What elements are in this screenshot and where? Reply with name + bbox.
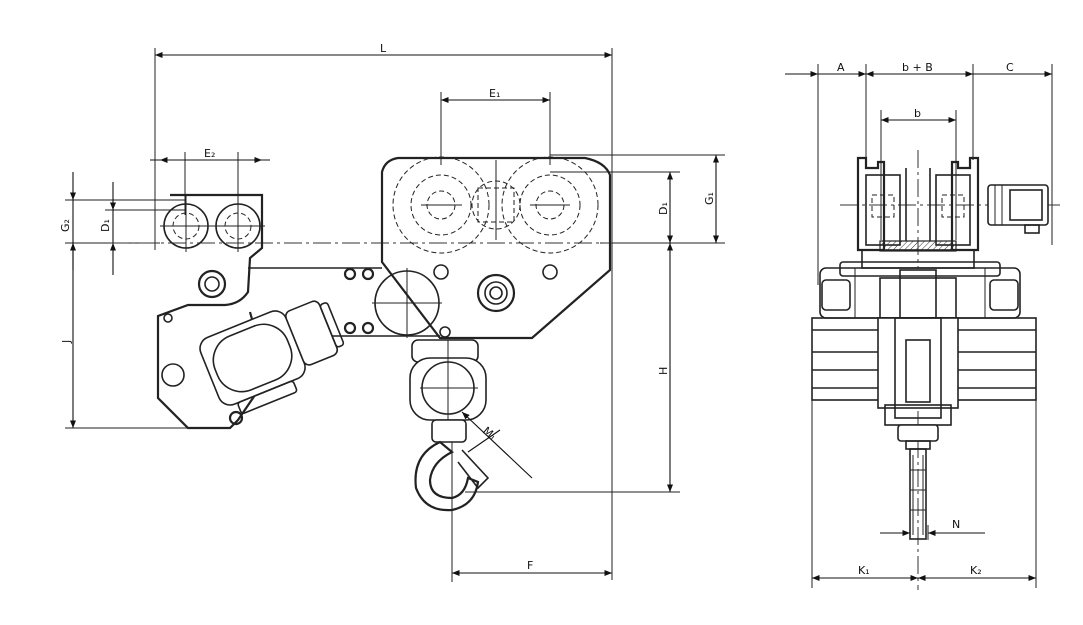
label-bB: b + B (902, 61, 933, 74)
label-H: H (657, 367, 670, 375)
label-E1: E₁ (489, 87, 500, 100)
label-A: A (837, 61, 845, 74)
label-M1: M₁ (480, 424, 499, 443)
beam-flange (879, 240, 957, 252)
label-L: L (380, 42, 387, 55)
label-J: J (60, 340, 73, 344)
front-view: A b + B C b (785, 61, 1060, 590)
dim-M1: M₁ (461, 411, 533, 479)
label-K1: K₁ (858, 564, 870, 577)
label-F: F (527, 559, 533, 572)
side-view: L E₁ E₂ G₁ D₁ (59, 42, 725, 582)
label-C: C (1006, 61, 1014, 74)
brake-box (987, 184, 1049, 234)
dim-K1-K2: K₁ K₂ (811, 400, 1037, 588)
dim-F: F (451, 420, 612, 582)
rope-drum (811, 317, 1037, 426)
dim-G1-D1-right: G₁ D₁ (550, 154, 725, 244)
left-trolley-plate (156, 193, 265, 430)
hook-block (409, 339, 490, 512)
dim-E2: E₂ (150, 147, 270, 215)
label-K2: K₂ (970, 564, 982, 577)
drive-motor-disc (372, 268, 451, 338)
dim-A-bB-C: A b + B C (785, 61, 1053, 285)
label-N: N (952, 518, 960, 531)
dim-H: H (465, 243, 680, 493)
dim-L: L (154, 42, 613, 580)
dim-G2-D1-left: G₂ D₁ (59, 172, 185, 275)
hook-shank (897, 424, 939, 540)
gear-motor (199, 300, 345, 414)
dim-N: N (880, 518, 985, 540)
hoist-body (819, 249, 1021, 321)
label-b: b (914, 107, 921, 120)
label-E2: E₂ (204, 147, 215, 160)
main-trolley-housing (380, 156, 612, 340)
label-D1-right: D₁ (657, 202, 670, 215)
dim-E1: E₁ (440, 87, 551, 165)
label-G1: G₁ (703, 192, 716, 205)
dim-J: J (60, 243, 200, 429)
label-G2: G₂ (59, 219, 72, 232)
label-D1-left: D₁ (99, 219, 112, 232)
